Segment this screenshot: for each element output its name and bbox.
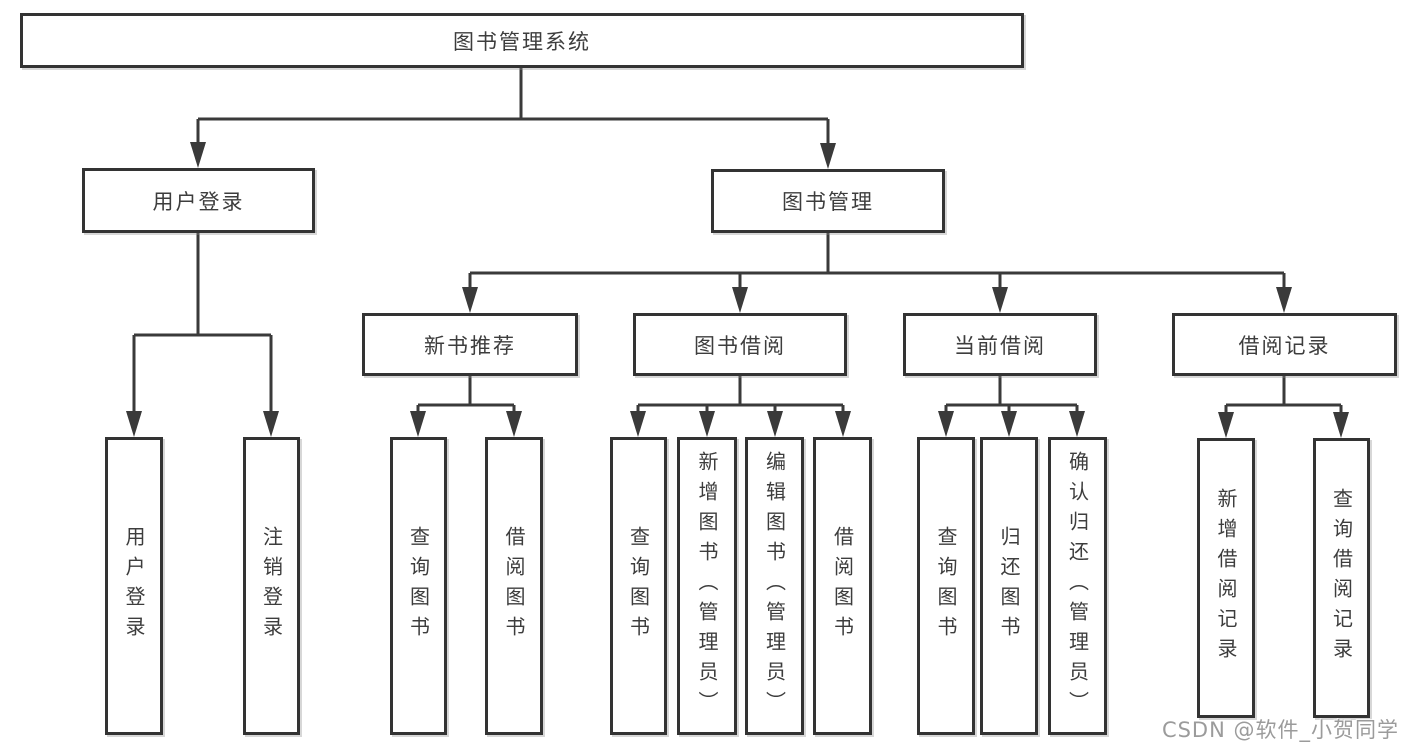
leaf-query-borrow-record: 查询借阅记录 [1313,438,1370,718]
leaf-confirm-return-admin: 确认归还（管理员） [1048,437,1107,735]
leaf-borrow-books: 借阅图书 [813,437,872,735]
leaf-query-books-current: 查询图书 [917,437,975,735]
leaf-return-book: 归还图书 [980,437,1038,735]
node-new-book-recommendation: 新书推荐 [362,313,578,376]
node-library-management-system: 图书管理系统 [20,13,1024,68]
leaf-edit-book-admin: 编辑图书（管理员） [745,437,804,735]
node-book-management: 图书管理 [711,169,945,233]
leaf-query-books-borrowing: 查询图书 [610,437,667,735]
leaf-logout: 注销登录 [243,437,300,735]
node-borrowing-records: 借阅记录 [1172,313,1397,376]
arrowheads [126,142,1349,438]
leaf-add-book-admin: 新增图书（管理员） [677,437,737,735]
node-current-borrowing: 当前借阅 [903,313,1097,376]
connector-path [132,68,1343,413]
leaf-user-login: 用户登录 [105,437,163,735]
node-book-borrowing: 图书借阅 [633,313,847,376]
leaf-borrow-books-recommend: 借阅图书 [485,437,543,735]
leaf-add-borrow-record: 新增借阅记录 [1197,438,1255,718]
csdn-watermark: CSDN @软件_小贺同学 [1161,718,1399,742]
leaf-query-books-recommend: 查询图书 [390,437,447,735]
node-user-login: 用户登录 [82,168,315,233]
